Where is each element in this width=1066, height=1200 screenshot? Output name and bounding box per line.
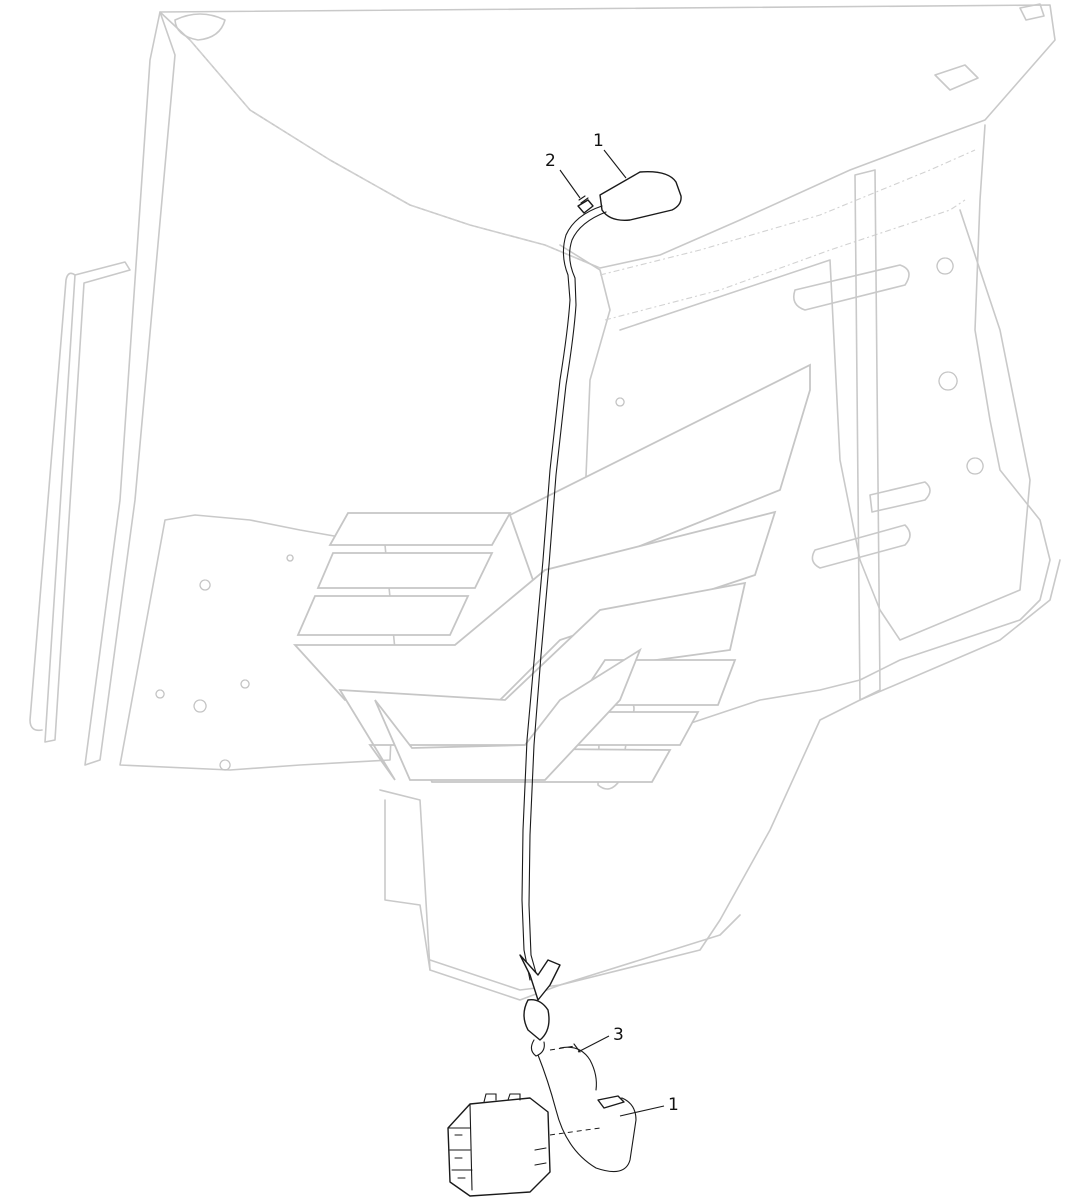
cab-roof-outline xyxy=(159,4,1056,269)
panel-bolt-5 xyxy=(286,554,294,562)
panel-bolt-4 xyxy=(155,689,165,699)
hinge-upper xyxy=(792,264,910,311)
cab-rear-panel xyxy=(119,514,396,771)
panel-bolt-2 xyxy=(193,699,207,713)
door-bolt-1 xyxy=(936,257,954,275)
fastener-threads xyxy=(578,195,589,204)
watermark-chevron-low xyxy=(338,581,747,781)
watermark-bar-3 xyxy=(296,595,470,636)
callout-3-tie: 3 xyxy=(613,1025,624,1045)
assembly-line-module xyxy=(549,1127,601,1136)
cab-left-post xyxy=(84,11,176,766)
door-bolt-4 xyxy=(615,397,625,407)
cable-clip-lower[interactable] xyxy=(523,999,550,1041)
module-housing xyxy=(447,1097,551,1197)
hinge-middle xyxy=(869,481,931,513)
cab-floor-lower xyxy=(384,799,431,971)
antenna-cable-b[interactable] xyxy=(528,211,607,981)
module-pins xyxy=(454,1134,466,1179)
callout-group: 1 2 3 1 xyxy=(545,131,679,1117)
module-tabs xyxy=(483,1093,547,1166)
door-glass-edge xyxy=(604,199,966,321)
hinge-lower xyxy=(811,524,911,569)
callout-1-module: 1 xyxy=(668,1095,679,1115)
roof-mount-corner xyxy=(1019,3,1045,21)
cable-loop[interactable] xyxy=(530,1039,637,1173)
door-glass xyxy=(619,209,1031,641)
receiver-module[interactable] xyxy=(447,1093,551,1197)
leader-2-fastener xyxy=(559,169,581,199)
cab-structure-context xyxy=(29,3,1061,1001)
antenna-cable-a[interactable] xyxy=(521,205,603,981)
watermark-logo xyxy=(292,363,811,783)
leader-3-tie xyxy=(577,1035,610,1053)
cable-connector[interactable] xyxy=(597,1095,625,1109)
watermark-chevron-base xyxy=(374,647,642,781)
module-face xyxy=(447,1103,473,1191)
fastener[interactable] xyxy=(577,195,594,214)
cable-clip-upper[interactable] xyxy=(519,954,561,1001)
leader-1-module xyxy=(619,1105,665,1117)
callout-1-antenna: 1 xyxy=(593,131,604,151)
fastener-body xyxy=(577,199,594,214)
cab-roof-edge xyxy=(189,39,601,269)
roof-mount-right xyxy=(934,64,979,91)
watermark-bar-2 xyxy=(316,552,494,589)
panel-bolt-6 xyxy=(219,759,231,771)
door-hinge-bar xyxy=(854,169,881,701)
highlighted-parts xyxy=(447,171,682,1197)
watermark-bar-1 xyxy=(328,512,512,546)
cab-bottom-rail xyxy=(429,914,741,991)
door-top-rail xyxy=(599,149,976,276)
grab-handle xyxy=(44,261,131,743)
callout-2-fastener: 2 xyxy=(545,151,556,171)
leader-1-antenna xyxy=(603,149,627,179)
cable-tie-tail[interactable] xyxy=(573,1043,581,1053)
cable-tie[interactable] xyxy=(559,1046,597,1091)
assembly-line-tie xyxy=(549,1045,576,1051)
panel-bolt-1 xyxy=(199,579,211,591)
door-bolt-3 xyxy=(966,457,984,475)
door-bolt-2 xyxy=(938,371,958,391)
antenna-pad[interactable] xyxy=(599,171,682,221)
grab-handle-bar xyxy=(29,272,76,732)
panel-bolt-3 xyxy=(240,679,250,689)
roof-mount-left xyxy=(174,13,226,41)
